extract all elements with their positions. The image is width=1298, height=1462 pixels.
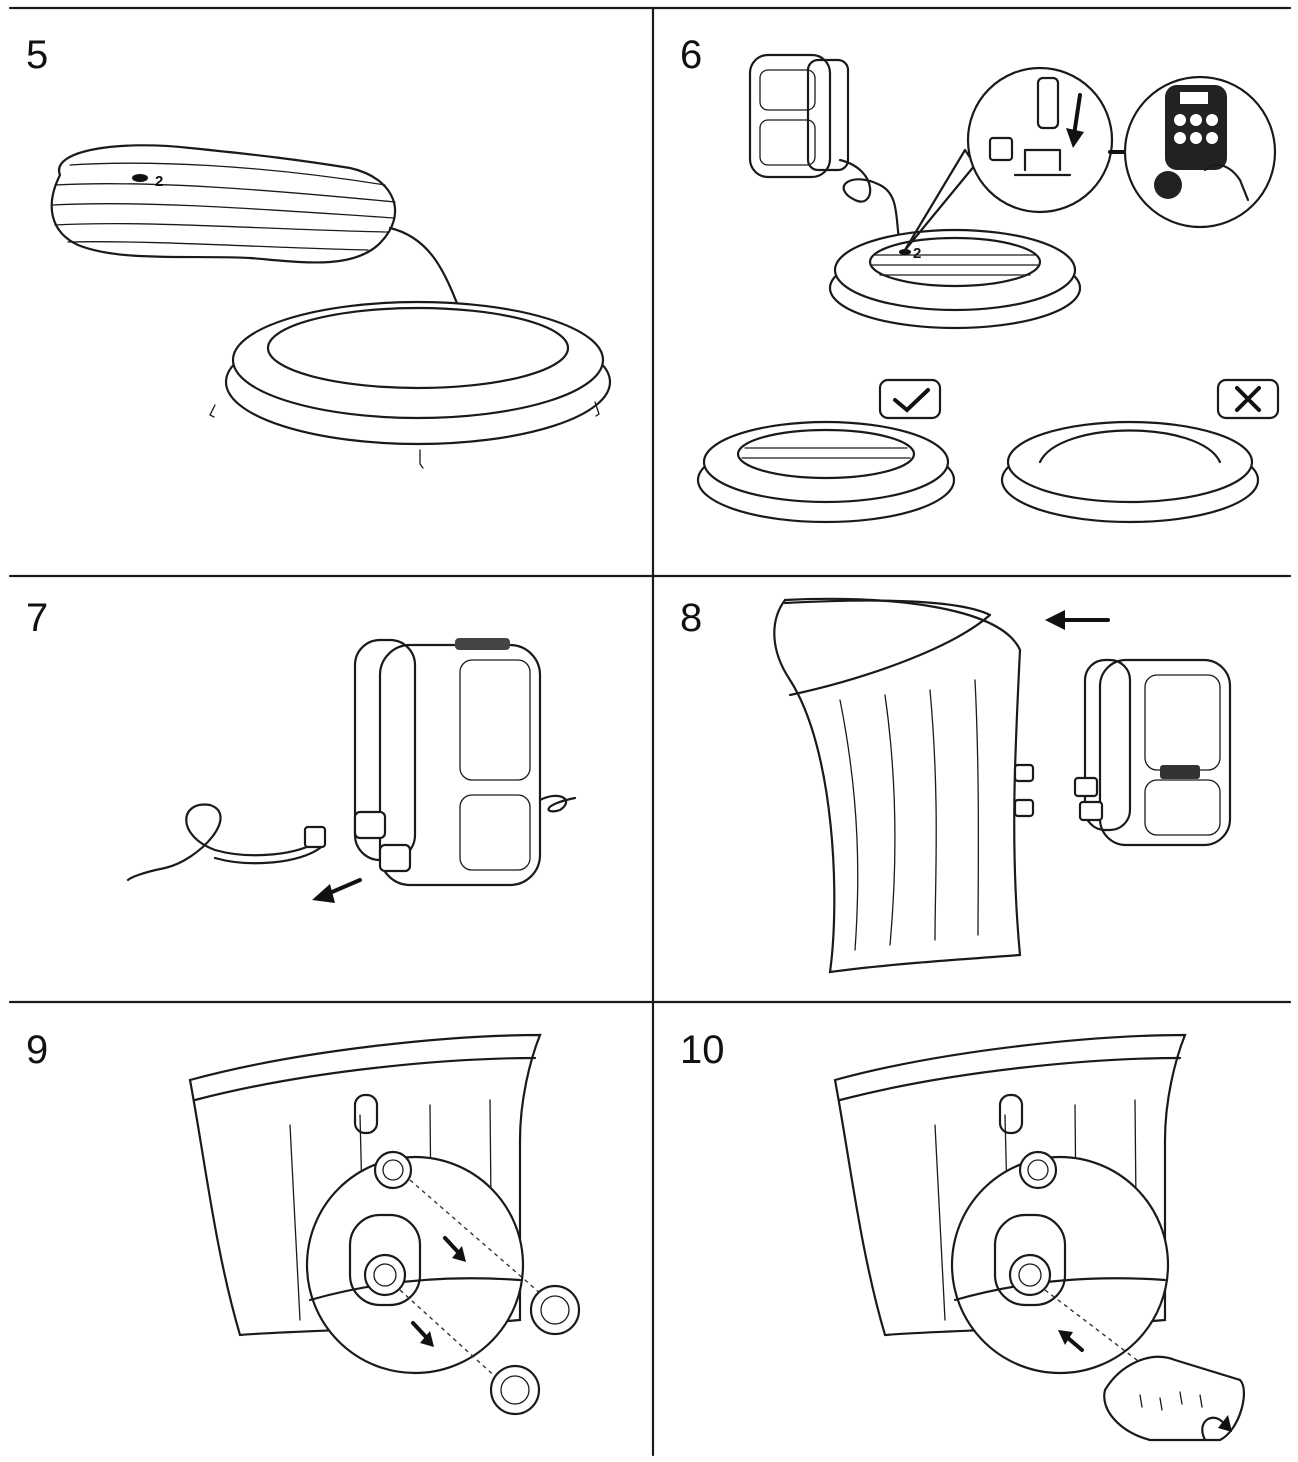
- step-8-illustration: [773, 597, 1232, 974]
- inlet-fitting-lower: [363, 1253, 407, 1297]
- pump-handle-frame: [1083, 658, 1132, 832]
- spa-wall-section: [773, 597, 1022, 974]
- finger-icon: [1203, 163, 1250, 202]
- hose: [126, 803, 322, 882]
- spa-rim: [193, 1056, 537, 1102]
- pump-inlet: [353, 810, 387, 840]
- step-10-illustration: [833, 1033, 1245, 1442]
- step-number-7: 7: [26, 596, 49, 640]
- spa-rim: [838, 1056, 1182, 1102]
- spa-cover-inflated: [868, 236, 1042, 288]
- plug-cap-lower: [489, 1364, 541, 1416]
- step-number-9: 9: [26, 1028, 49, 1072]
- power-cord: [538, 794, 577, 813]
- fitting-gasket-panel: [348, 1213, 422, 1307]
- checkmark-icon: [893, 388, 930, 413]
- cover-valve: [899, 249, 911, 255]
- step-number-6: 6: [680, 33, 703, 77]
- spa-floor-line: [953, 1277, 1167, 1302]
- pump-unit: [1098, 658, 1232, 847]
- step-5-part-label: 2: [155, 173, 163, 190]
- incorrect-box: [1216, 378, 1280, 420]
- cover-flat: [736, 428, 916, 480]
- step-9-illustration: [188, 1033, 581, 1416]
- panel-grid: [8, 6, 1292, 1457]
- valve-zoom-circle: [966, 66, 1114, 214]
- correct-box: [878, 378, 942, 420]
- spa-incorrect-top: [1006, 420, 1254, 504]
- step-5-illustration: 2: [50, 144, 612, 469]
- button-zoom-icon: [1154, 171, 1182, 199]
- pump-outlet: [378, 843, 412, 873]
- alignment-guide-upper: [409, 1179, 549, 1301]
- spa-connector-lower: [1013, 798, 1035, 818]
- rotate-arrow-icon: [1201, 1416, 1227, 1442]
- cover-valve: [132, 174, 148, 182]
- pump-nozzle: [1036, 76, 1060, 130]
- spa-floor-line: [308, 1277, 522, 1302]
- valve-cap: [988, 136, 1014, 162]
- spa-top-ring: [833, 228, 1077, 312]
- inlet-fitting-upper: [373, 1150, 413, 1190]
- spa-rim: [783, 599, 992, 697]
- control-display: [1180, 92, 1208, 104]
- arrow-icon: [1066, 1336, 1084, 1352]
- jet-outlet-small: [998, 1093, 1024, 1135]
- pump-unit: [748, 53, 832, 179]
- step-7-illustration: [126, 638, 577, 903]
- spa-inner-opening: [266, 306, 570, 390]
- cross-icon: [1235, 386, 1261, 412]
- jet-outlet-small: [353, 1093, 379, 1135]
- alignment-guide-lower: [399, 1289, 511, 1391]
- cover-overinflated-dome: [1038, 429, 1222, 464]
- inlet-fitting-upper: [1018, 1150, 1058, 1190]
- step-number-10: 10: [680, 1028, 725, 1072]
- valve-base: [1013, 148, 1072, 177]
- arrow-icon: [443, 1236, 460, 1254]
- ground-stakes: [209, 401, 600, 469]
- fitting-zoom-circle: [950, 1155, 1170, 1375]
- step-6-illustration: 2: [696, 53, 1280, 524]
- spa-connector-upper: [1013, 763, 1035, 783]
- arrow-icon-lower: [411, 1321, 428, 1339]
- step-6-part-label: 2: [913, 245, 921, 262]
- hose-connector: [303, 825, 327, 849]
- plug-cap-upper: [529, 1284, 581, 1336]
- pump-side-panel: [806, 58, 850, 172]
- arrow-icon: [1072, 93, 1082, 137]
- fitting-zoom-circle: [305, 1155, 525, 1375]
- inlet-fitting-lower: [1008, 1253, 1052, 1297]
- cover-stripes: [51, 162, 396, 251]
- inflation-hose: [838, 158, 902, 247]
- fitting-gasket-panel: [993, 1213, 1067, 1307]
- spa-top-ring: [231, 300, 605, 420]
- control-panel: [1165, 85, 1227, 170]
- step-number-8: 8: [680, 596, 703, 640]
- spa-correct-top: [702, 420, 950, 504]
- alignment-guide: [1044, 1289, 1151, 1371]
- step-number-5: 5: [26, 33, 49, 77]
